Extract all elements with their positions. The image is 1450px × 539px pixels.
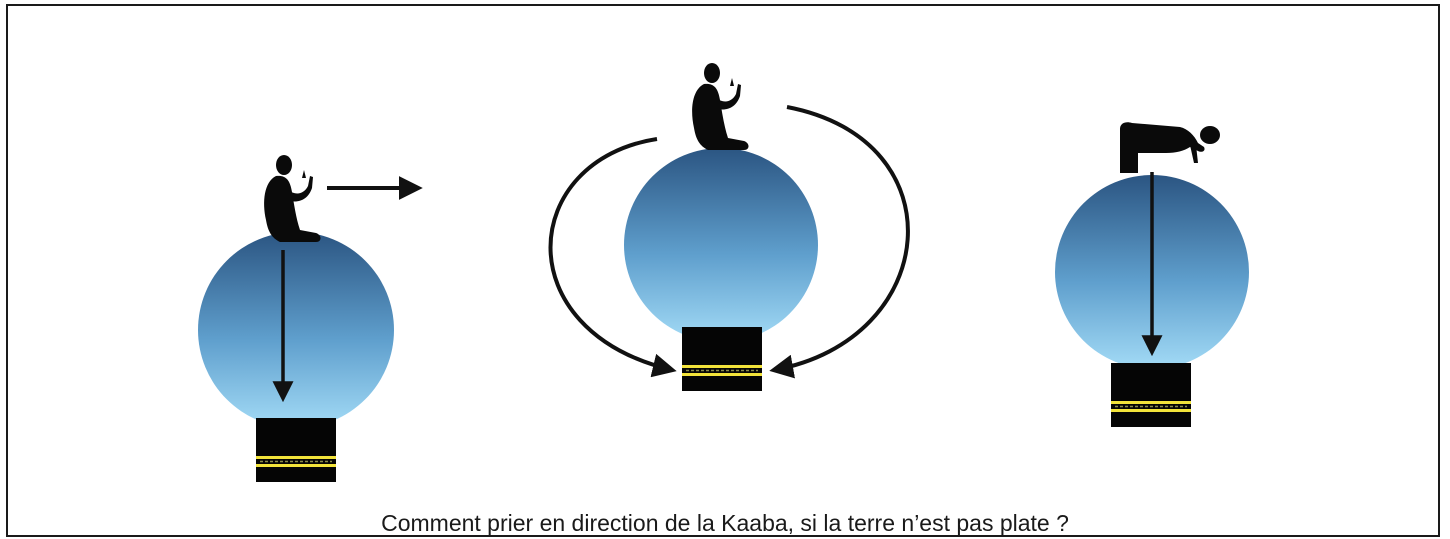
- scene-curved-paths: [548, 63, 910, 392]
- kaaba-icon: [681, 326, 763, 392]
- kneeling-praying-person-icon: [264, 155, 321, 242]
- scene-straight-ahead: [198, 155, 423, 483]
- arrow-curved-right: [769, 105, 910, 379]
- earth-globe-icon: [624, 148, 818, 342]
- earth-globe-icon: [198, 232, 394, 428]
- kaaba-icon: [255, 417, 337, 483]
- prostrating-person-icon: [1120, 122, 1220, 173]
- kaaba-icon: [1110, 362, 1192, 428]
- arrow-curved-left: [548, 137, 677, 378]
- kneeling-praying-person-icon: [692, 63, 749, 150]
- caption: Comment prier en direction de la Kaaba, …: [381, 510, 1069, 536]
- scene-prostrating: [1055, 122, 1249, 428]
